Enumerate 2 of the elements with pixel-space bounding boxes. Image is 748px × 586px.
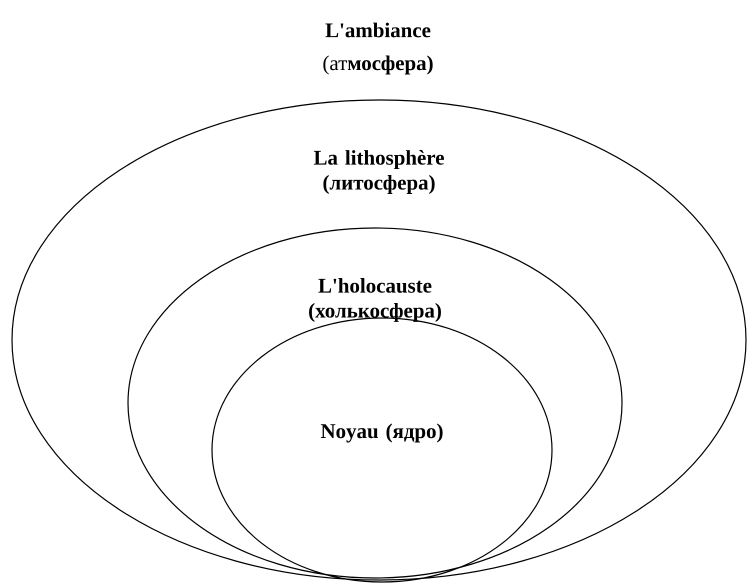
heading: L'ambiance <box>325 22 430 38</box>
heading: (атмосфера) <box>323 56 433 74</box>
